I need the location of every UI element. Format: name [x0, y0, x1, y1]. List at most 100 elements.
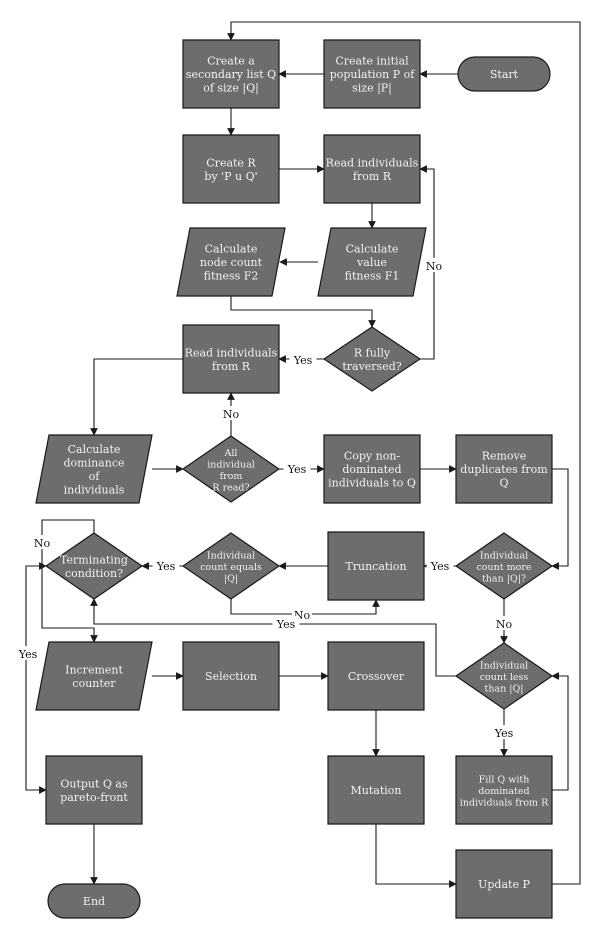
edge-label: Yes [293, 354, 313, 367]
node-label-line: Terminating [60, 553, 128, 566]
node-label-line: secondary list Q [186, 68, 276, 81]
node-create-r: Create Rby 'P u Q' [182, 134, 280, 204]
node-label-line: value [356, 256, 387, 269]
node-end: End [47, 883, 141, 919]
node-label-line: dominated [478, 786, 529, 797]
node-update-p: Update P [455, 849, 553, 919]
node-label-line: traversed? [342, 360, 401, 373]
node-crossover: Crossover [327, 641, 425, 711]
node-count-more-than-q-shape [454, 532, 554, 600]
node-label-line: count equals [200, 562, 262, 573]
node-crossover-shape [327, 641, 425, 711]
edge-label-bg [152, 558, 180, 572]
node-label-line: Start [490, 68, 519, 81]
node-label-line: counter [72, 677, 116, 690]
node-label-line: Copy non- [344, 450, 401, 463]
node-all-individual-read-shape [181, 435, 281, 503]
edge-update-p-to-create-secondary-list [227, 21, 581, 885]
node-calculate-value-fitness-shape [317, 227, 427, 297]
node-label-line: individual [207, 459, 255, 470]
node-start: Start [457, 56, 551, 92]
edge-label-bg [283, 461, 311, 475]
node-count-equals-q-shape [181, 532, 281, 600]
node-mutation-shape [327, 755, 425, 825]
node-label-line: of size |Q| [203, 82, 259, 96]
node-label-line: R read? [212, 482, 249, 493]
node-start-shape [457, 56, 551, 92]
node-read-individuals-r-2-shape [182, 324, 280, 394]
edge-mutation-to-update-p [375, 824, 457, 888]
node-label-line: from [220, 471, 243, 482]
node-label-line: by 'P u Q' [204, 170, 257, 183]
node-label-line: fitness F1 [345, 270, 400, 283]
node-label-line: individuals [64, 483, 125, 496]
edge-label-bg [14, 646, 42, 660]
node-label-line: of [89, 470, 101, 483]
node-label-line: Read individuals [326, 156, 419, 169]
edge-calculate-node-count-fitness-to-r-fully-traversed [230, 296, 376, 328]
node-label-line: than |Q|? [482, 574, 526, 585]
node-mutation: Mutation [327, 755, 425, 825]
node-label-line: Calculate [205, 243, 258, 256]
node-label-line: node count [200, 256, 263, 269]
edge-terminating-to-increment [41, 566, 98, 643]
node-label-line: Read individuals [185, 346, 278, 359]
node-copy-non-dominated-shape [323, 434, 421, 504]
node-label-line: fitness F2 [204, 270, 259, 283]
node-label-line: R fully [354, 346, 391, 359]
node-label-line: count more [476, 562, 531, 573]
node-selection-shape [182, 641, 280, 711]
node-label-line: Remove [482, 450, 527, 463]
edge-read-individuals-r-2-to-calculate-dominance [90, 358, 183, 436]
node-label-line: Update P [478, 878, 530, 891]
node-selection: Selection [182, 641, 280, 711]
edge-label-bg [426, 558, 454, 572]
edge-count-less-than-q-to-terminating-condition [90, 598, 456, 677]
node-label-line: duplicates from [460, 463, 548, 476]
edge-label: Yes [494, 727, 514, 740]
node-label-line: size |P| [352, 82, 392, 96]
node-label-line: than |Q| [485, 684, 524, 695]
node-label-line: individuals from R [460, 798, 549, 809]
node-label-line: Selection [205, 670, 257, 683]
edge-label: Yes [156, 560, 176, 573]
edge-label-bg [424, 258, 444, 272]
node-label-line: Crossover [348, 670, 405, 683]
node-label-line: Individual [480, 661, 528, 672]
node-label-line: Individual [480, 551, 528, 562]
node-create-secondary-list-shape [182, 39, 280, 109]
edge-fill-q-dominated-to-count-less-than-q [551, 672, 569, 791]
edge-label: No [496, 618, 513, 631]
node-read-individuals-r-1-shape [323, 134, 421, 204]
edge-label-bg [490, 725, 518, 739]
edge-label-bg [289, 352, 317, 366]
node-create-initial-population-shape [323, 39, 421, 109]
node-label-line: Output Q as [60, 777, 128, 790]
edge-label-bg [32, 535, 52, 549]
node-terminating-condition-shape [44, 532, 144, 600]
node-label-line: condition? [65, 567, 123, 580]
edge-label: No [223, 408, 240, 421]
node-label-line: All [224, 448, 238, 459]
node-label-line: Fill Q with [479, 775, 530, 786]
node-label-line: count less [480, 672, 529, 683]
node-label-line: Increment [65, 663, 123, 676]
node-calculate-node-count-fitness-shape [176, 227, 286, 297]
